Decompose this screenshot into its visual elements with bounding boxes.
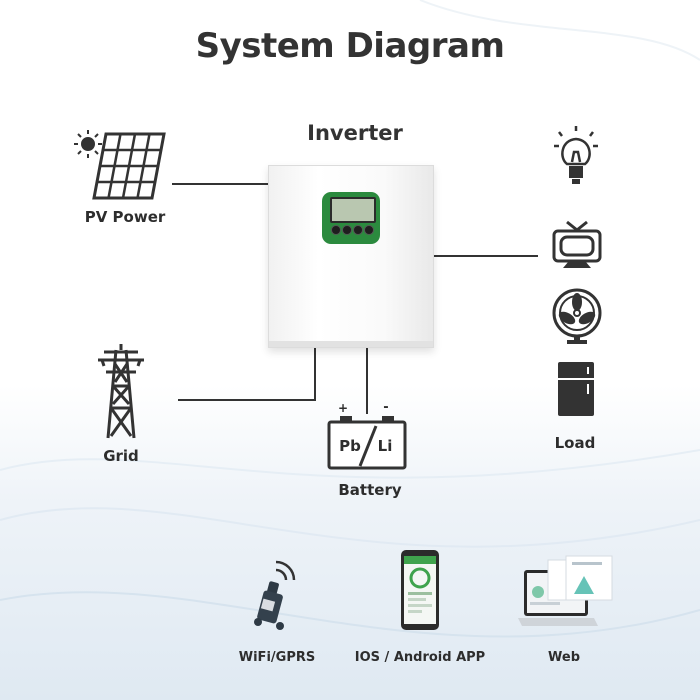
diagram-title: System Diagram <box>195 26 505 66</box>
wifi-dongle-icon <box>254 560 296 630</box>
panel-button-4 <box>364 225 374 235</box>
wifi-gprs-label: WiFi/GPRS <box>238 650 316 665</box>
television-icon <box>552 220 602 268</box>
web-portal-icon <box>518 555 613 626</box>
load-connector-line <box>432 255 538 257</box>
ios-android-app-label: IOS / Android APP <box>354 650 486 665</box>
inverter-control-panel <box>322 192 380 244</box>
battery-minus-sign: - <box>383 400 389 415</box>
solar-panel-icon <box>74 130 166 200</box>
battery-connector-line <box>366 346 368 414</box>
web-label: Web <box>548 650 580 665</box>
mobile-app-icon <box>401 550 439 630</box>
lcd-screen <box>330 197 376 223</box>
grid-label: Grid <box>103 447 139 465</box>
pv-power-label: PV Power <box>84 208 166 226</box>
grid-connector-horizontal <box>178 399 316 401</box>
fan-icon <box>552 288 602 344</box>
battery-plus-sign: + <box>337 401 349 415</box>
inverter-label: Inverter <box>307 121 403 145</box>
grid-connector-vertical <box>314 346 316 400</box>
battery-pb-label: Pb <box>339 437 361 455</box>
pv-connector-line <box>172 183 268 185</box>
power-tower-icon <box>98 344 144 439</box>
panel-button-2 <box>342 225 352 235</box>
panel-button-3 <box>353 225 363 235</box>
battery-icon <box>327 416 407 470</box>
refrigerator-icon <box>558 362 594 416</box>
panel-button-1 <box>331 225 341 235</box>
battery-li-label: Li <box>377 437 393 455</box>
load-label: Load <box>554 434 596 452</box>
battery-label: Battery <box>338 481 402 499</box>
inverter-base <box>269 341 433 347</box>
inverter-unit <box>268 165 434 348</box>
light-bulb-icon <box>554 126 598 184</box>
